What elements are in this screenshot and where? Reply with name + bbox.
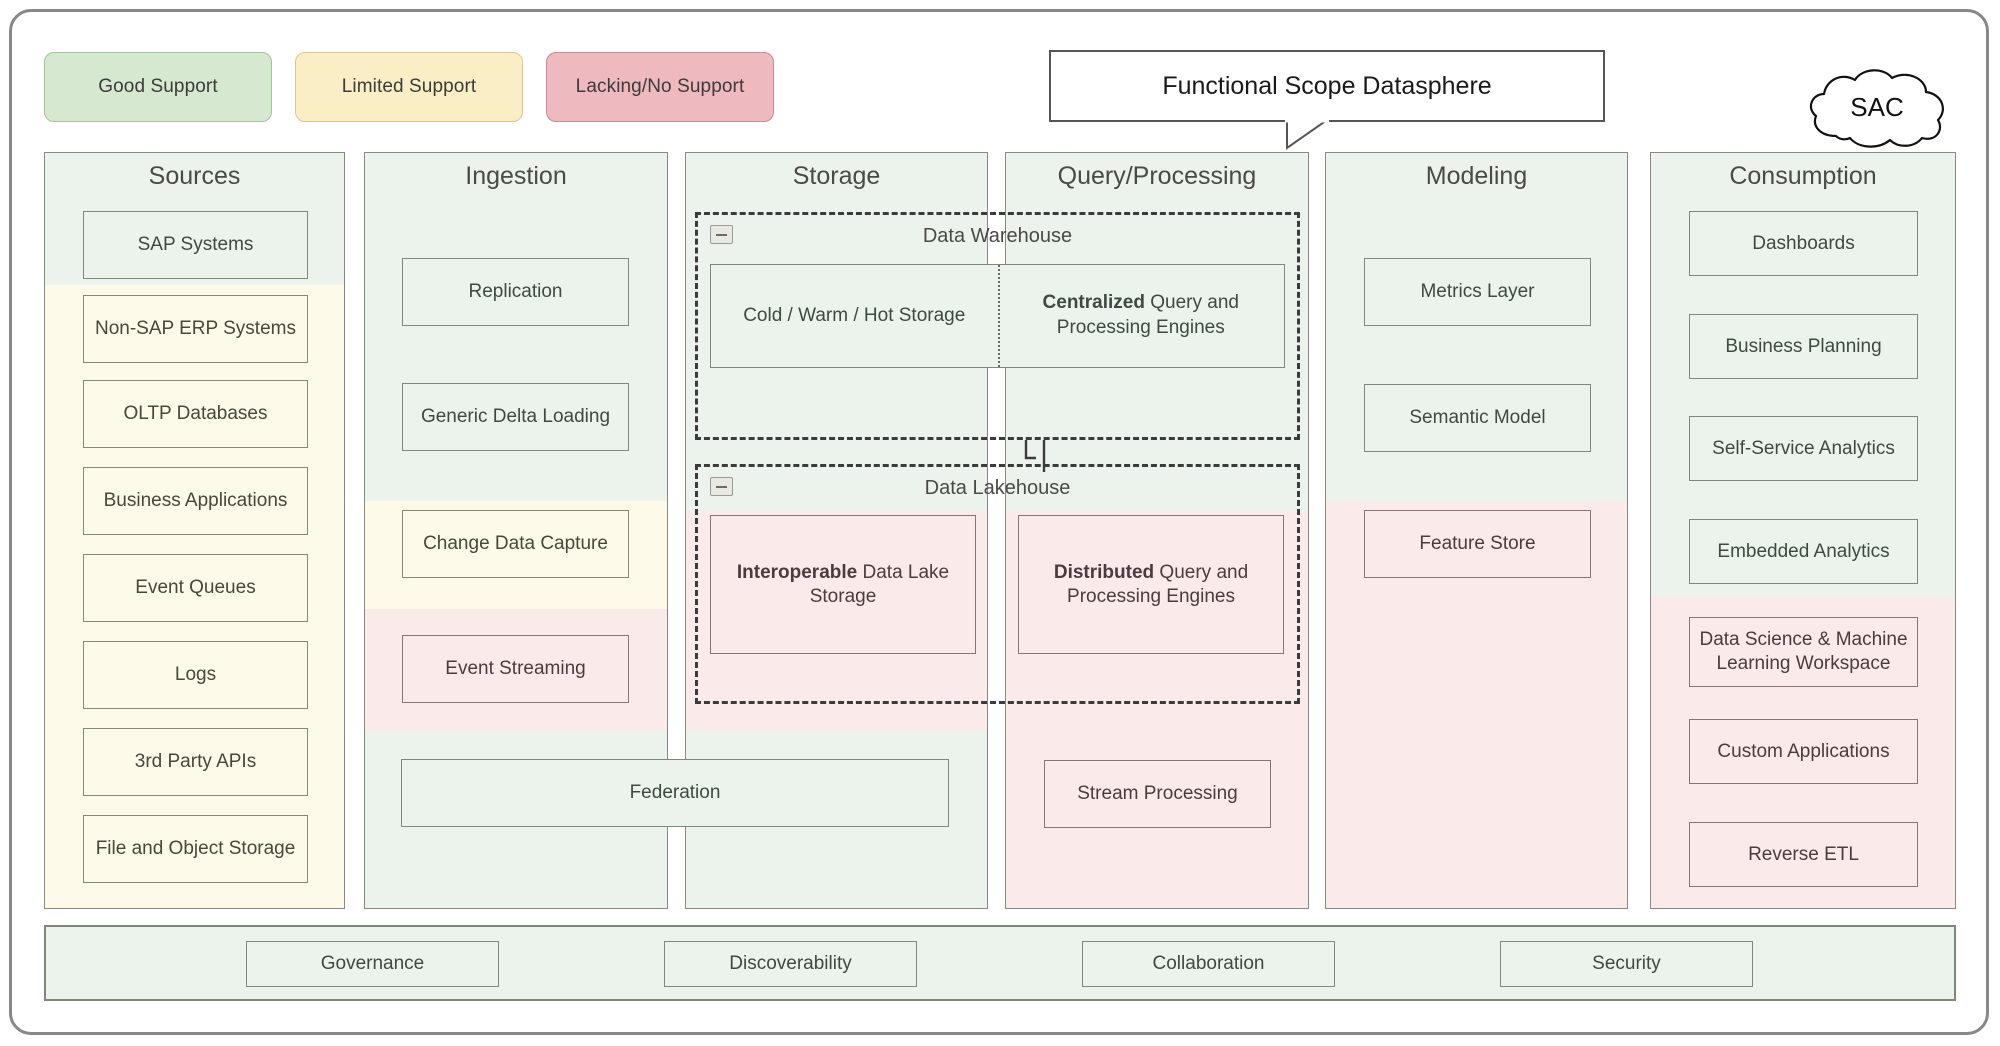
dw-centralized-engines[interactable]: Centralized Query and Processing Engines	[998, 265, 1285, 367]
legend-lacking-label: Lacking/No Support	[575, 76, 745, 97]
box-governance[interactable]: Governance	[246, 941, 499, 987]
lakehouse-left-text: Data Lake Storage	[809, 561, 950, 607]
legend-limited-support: Limited Support	[295, 52, 523, 122]
box-semantic-model[interactable]: Semantic Model	[1364, 384, 1591, 452]
box-stream-processing[interactable]: Stream Processing	[1044, 760, 1271, 828]
box-replication[interactable]: Replication	[402, 258, 629, 326]
box-dashboards[interactable]: Dashboards	[1689, 211, 1918, 276]
column-sources: Sources SAP Systems Non-SAP ERP Systems …	[44, 152, 345, 909]
box-generic-delta-loading[interactable]: Generic Delta Loading	[402, 383, 629, 451]
lakehouse-left-wrap: Interoperable Data Lake Storage	[717, 561, 969, 609]
box-3rd-party-apis[interactable]: 3rd Party APIs	[83, 728, 308, 796]
legend-limited-label: Limited Support	[341, 76, 477, 97]
sac-cloud-label-wrap: SAC	[1802, 64, 1952, 150]
callout-title: Functional Scope Datasphere	[1162, 71, 1492, 100]
callout-tail-icon	[1285, 120, 1329, 150]
box-logs[interactable]: Logs	[83, 641, 308, 709]
box-change-data-capture[interactable]: Change Data Capture	[402, 510, 629, 578]
sac-cloud-icon	[1809, 69, 1944, 148]
box-event-queues[interactable]: Event Queues	[83, 554, 308, 622]
column-modeling: Modeling Metrics Layer Semantic Model Fe…	[1325, 152, 1628, 909]
box-business-planning[interactable]: Business Planning	[1689, 314, 1918, 379]
collapse-icon-data-warehouse[interactable]	[710, 225, 733, 244]
lakehouse-right-wrap: Distributed Query and Processing Engines	[1025, 561, 1277, 609]
lakehouse-left-bold: Interoperable	[736, 561, 858, 583]
box-data-science-ml-workspace[interactable]: Data Science & Machine Learning Workspac…	[1689, 617, 1918, 687]
box-embedded-analytics[interactable]: Embedded Analytics	[1689, 519, 1918, 584]
column-consumption: Consumption Dashboards Business Planning…	[1650, 152, 1956, 909]
functional-scope-callout: Functional Scope Datasphere	[1049, 50, 1605, 122]
column-header-consumption: Consumption	[1729, 161, 1877, 190]
group-title-data-lakehouse: Data Lakehouse	[924, 477, 1071, 499]
box-non-sap-erp-systems[interactable]: Non-SAP ERP Systems	[83, 295, 308, 363]
data-warehouse-inner: Cold / Warm / Hot Storage Centralized Qu…	[710, 264, 1285, 368]
collapse-icon-data-lakehouse[interactable]	[710, 477, 733, 496]
box-discoverability[interactable]: Discoverability	[664, 941, 917, 987]
group-data-warehouse[interactable]: Data Warehouse	[695, 212, 1300, 440]
legend-lacking-support: Lacking/No Support	[546, 52, 774, 122]
group-title-data-warehouse: Data Warehouse	[922, 225, 1073, 247]
box-federation[interactable]: Federation	[401, 759, 949, 827]
box-self-service-analytics[interactable]: Self-Service Analytics	[1689, 416, 1918, 481]
warehouse-lakehouse-connector-icon	[1024, 440, 1046, 472]
box-reverse-etl[interactable]: Reverse ETL	[1689, 822, 1918, 887]
dw-left-text: Cold / Warm / Hot Storage	[743, 304, 966, 326]
legend-good-support: Good Support	[44, 52, 272, 122]
box-collaboration[interactable]: Collaboration	[1082, 941, 1335, 987]
dw-right-wrap: Centralized Query and Processing Engines	[1012, 291, 1271, 340]
column-header-query-processing: Query/Processing	[1057, 161, 1257, 190]
dw-right-text: Query and Processing Engines	[1056, 292, 1239, 338]
column-header-storage: Storage	[792, 161, 881, 190]
box-event-streaming[interactable]: Event Streaming	[402, 635, 629, 703]
dw-cold-warm-hot-storage[interactable]: Cold / Warm / Hot Storage	[711, 265, 998, 367]
sac-label: SAC	[1850, 91, 1904, 122]
box-sap-systems[interactable]: SAP Systems	[83, 211, 308, 279]
dw-divider	[997, 265, 1000, 367]
lakehouse-right-text: Query and Processing Engines	[1067, 561, 1249, 607]
column-header-ingestion: Ingestion	[465, 161, 567, 190]
box-oltp-databases[interactable]: OLTP Databases	[83, 380, 308, 448]
column-header-sources: Sources	[148, 161, 241, 190]
box-feature-store[interactable]: Feature Store	[1364, 510, 1591, 578]
cross-cutting-bar: Governance Discoverability Collaboration…	[44, 925, 1956, 1001]
lakehouse-right-bold: Distributed	[1053, 561, 1155, 583]
box-business-applications[interactable]: Business Applications	[83, 467, 308, 535]
box-distributed-query-engines[interactable]: Distributed Query and Processing Engines	[1018, 515, 1284, 654]
box-security[interactable]: Security	[1500, 941, 1753, 987]
architecture-board: Sources SAP Systems Non-SAP ERP Systems …	[44, 152, 1956, 909]
box-custom-applications[interactable]: Custom Applications	[1689, 719, 1918, 784]
column-header-modeling: Modeling	[1425, 161, 1528, 190]
box-metrics-layer[interactable]: Metrics Layer	[1364, 258, 1591, 326]
legend-good-label: Good Support	[98, 76, 218, 97]
dw-right-bold: Centralized	[1042, 292, 1145, 314]
box-file-and-object-storage[interactable]: File and Object Storage	[83, 815, 308, 883]
box-interoperable-data-lake-storage[interactable]: Interoperable Data Lake Storage	[710, 515, 976, 654]
group-data-lakehouse[interactable]: Data Lakehouse	[695, 464, 1300, 704]
